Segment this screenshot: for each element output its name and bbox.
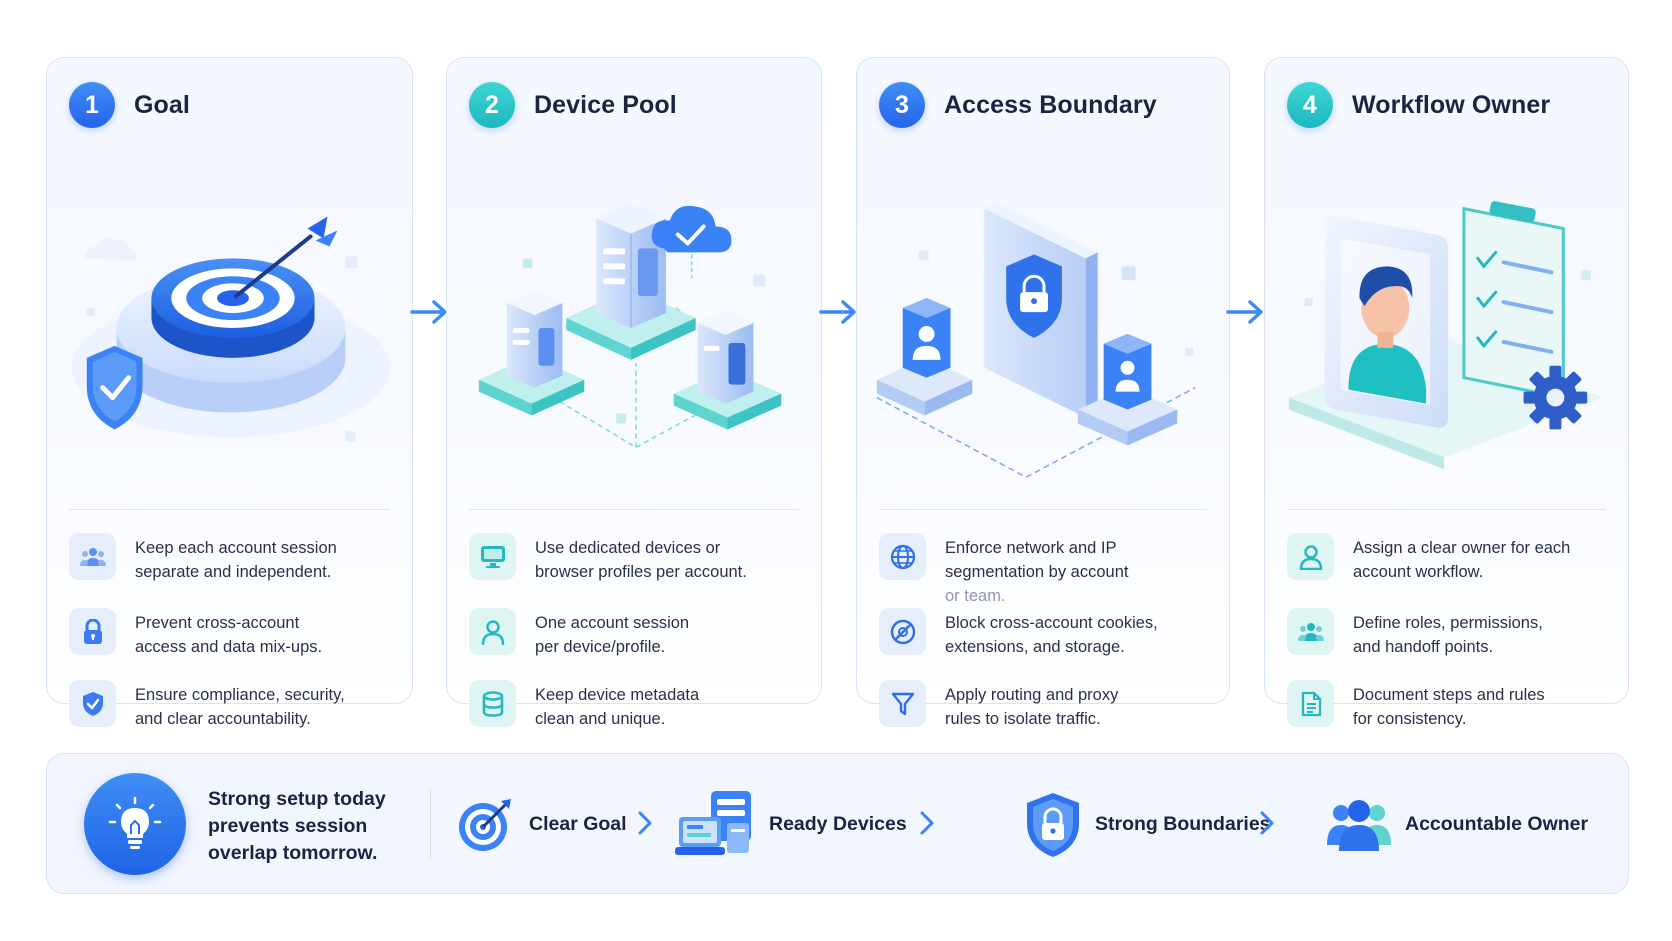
workflow-owner-illustration <box>1288 201 1604 470</box>
monitor-icon <box>469 533 516 580</box>
shield-check-icon <box>69 680 116 727</box>
banner-step-ready-devices: Ready Devices <box>675 787 907 862</box>
item-text: One account session per device/profile. <box>535 614 690 656</box>
list-item: Prevent cross-account access and data mi… <box>69 608 400 659</box>
item-text: Ensure compliance, security, and clear a… <box>135 686 345 728</box>
user-icon <box>469 608 516 655</box>
banner-step-label: Accountable Owner <box>1405 813 1589 835</box>
item-text: Assign a clear owner for each account wo… <box>1353 539 1571 581</box>
card-divider <box>1287 509 1606 510</box>
item-text: Define roles, permissions, and handoff p… <box>1353 614 1543 656</box>
database-icon <box>469 680 516 727</box>
card-title: Goal <box>134 90 190 119</box>
list-item: Ensure compliance, security, and clear a… <box>69 680 400 731</box>
step-number-badge: 4 <box>1287 82 1333 128</box>
users-icon <box>69 533 116 580</box>
device-pool-illustration <box>478 203 782 449</box>
list-item: One account session per device/profile. <box>469 608 809 659</box>
banner-step-strong-boundaries: Strong Boundaries <box>1025 787 1271 862</box>
item-text-main: Enforce network and IP segmentation by a… <box>945 539 1129 581</box>
team-icon <box>1327 799 1391 851</box>
lock-icon <box>69 608 116 655</box>
step-number-badge: 2 <box>469 82 515 128</box>
block-icon <box>879 608 926 655</box>
banner-separator <box>430 789 431 859</box>
card-header: 4 Workflow Owner <box>1287 82 1550 128</box>
item-text-faded: or team. <box>945 587 1006 605</box>
step-card-access-boundary: 3 Access Boundary <box>856 57 1230 728</box>
team-icon <box>1287 608 1334 655</box>
chevron-right-icon <box>638 811 652 835</box>
banner-step-clear-goal: Clear Goal <box>455 787 627 862</box>
card-title: Device Pool <box>534 90 677 119</box>
flow-arrow-icon <box>819 300 856 324</box>
banner-tagline: Strong setup today prevents session over… <box>208 788 386 864</box>
card-header: 2 Device Pool <box>469 82 677 128</box>
step-card-device-pool: 2 Device Pool <box>446 57 822 728</box>
step-number-badge: 1 <box>69 82 115 128</box>
step-card-workflow-owner: 4 Workflow Owner <box>1264 57 1629 728</box>
item-text: Keep device metadata clean and unique. <box>535 686 700 728</box>
access-boundary-illustration <box>876 202 1196 479</box>
item-text: Block cross-account cookies, extensions,… <box>945 614 1158 656</box>
card-title: Access Boundary <box>944 90 1157 119</box>
item-text: Keep each account session separate and i… <box>135 539 337 581</box>
banner-step-accountable-owner: Accountable Owner <box>1327 787 1588 862</box>
item-text: Use dedicated devices or browser profile… <box>535 539 747 581</box>
chevron-right-icon <box>920 811 934 835</box>
globe-icon <box>879 533 926 580</box>
item-text: Document steps and rules for consistency… <box>1353 686 1545 728</box>
target-illustration <box>71 216 391 442</box>
flow-arrow-icon <box>410 300 447 324</box>
list-item: Assign a clear owner for each account wo… <box>1287 533 1616 584</box>
card-divider <box>469 509 799 510</box>
card-header: 1 Goal <box>69 82 190 128</box>
item-text: Prevent cross-account access and data mi… <box>135 614 323 656</box>
summary-banner: Strong setup today prevents session over… <box>46 753 1629 894</box>
item-text: Enforce network and IP segmentation by a… <box>945 536 1128 608</box>
card-title: Workflow Owner <box>1352 90 1551 119</box>
lightbulb-icon <box>84 773 186 875</box>
target-icon <box>459 798 511 851</box>
banner-step-label: Clear Goal <box>529 813 627 835</box>
card-divider <box>879 509 1207 510</box>
list-item: Apply routing and proxy rules to isolate… <box>879 680 1217 731</box>
card-divider <box>69 509 390 510</box>
devices-icon <box>675 790 751 855</box>
flow-arrow-icon <box>1226 300 1263 324</box>
banner-step-label: Strong Boundaries <box>1095 813 1271 835</box>
list-item: Document steps and rules for consistency… <box>1287 680 1616 731</box>
shield-lock-icon <box>1027 792 1079 857</box>
list-item: Block cross-account cookies, extensions,… <box>879 608 1217 659</box>
item-text: Apply routing and proxy rules to isolate… <box>945 686 1119 728</box>
card-header: 3 Access Boundary <box>879 82 1157 128</box>
chevron-right-icon <box>1260 811 1274 835</box>
list-item: Define roles, permissions, and handoff p… <box>1287 608 1616 659</box>
step-card-goal: 1 Goal Keep each account ses <box>46 57 413 728</box>
list-item: Enforce network and IP segmentation by a… <box>879 533 1217 608</box>
list-item: Keep each account session separate and i… <box>69 533 400 584</box>
user-icon <box>1287 533 1334 580</box>
document-icon <box>1287 680 1334 727</box>
list-item: Use dedicated devices or browser profile… <box>469 533 809 584</box>
list-item: Keep device metadata clean and unique. <box>469 680 809 731</box>
banner-step-label: Ready Devices <box>769 813 907 835</box>
step-number-badge: 3 <box>879 82 925 128</box>
filter-icon <box>879 680 926 727</box>
